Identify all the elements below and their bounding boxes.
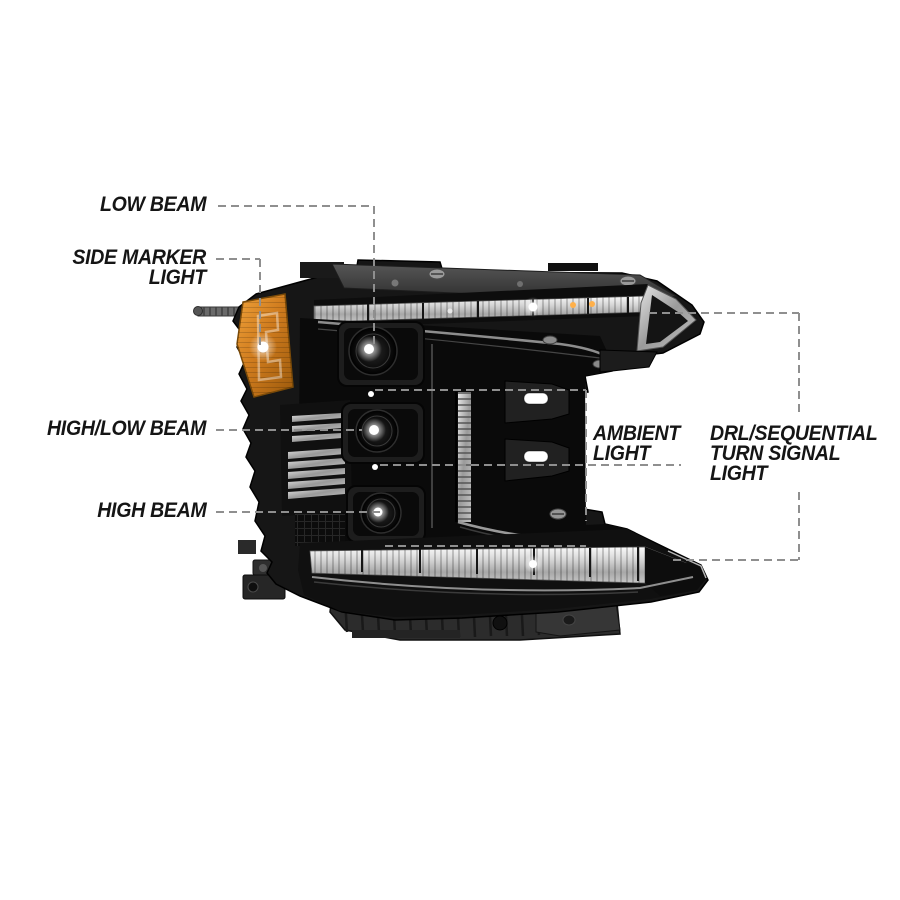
bottom-drl-light-bar	[298, 529, 707, 617]
top-drl-light-bar	[313, 284, 697, 352]
adjuster-screw	[193, 306, 243, 317]
callout-label-high-beam: HIGH BEAM	[96, 499, 207, 522]
high-low-beam-projector	[341, 402, 425, 464]
retaining-clips	[504, 349, 658, 482]
low-beam-projector	[337, 321, 425, 387]
callout-label-low-beam: LOW BEAM	[99, 193, 207, 216]
callout-label-side-marker-light: SIDE MARKER LIGHT	[72, 246, 207, 289]
callout-label-high-low-beam: HIGH/LOW BEAM	[46, 417, 206, 440]
high-beam-projector	[346, 485, 426, 543]
callout-label-drl-sequential-turn-signal-light: DRL/SEQUENTIAL TURN SIGNAL LIGHT	[710, 422, 878, 485]
callout-label-ambient-light: AMBIENT LIGHT	[593, 422, 681, 465]
side-marker-lens	[236, 293, 294, 398]
